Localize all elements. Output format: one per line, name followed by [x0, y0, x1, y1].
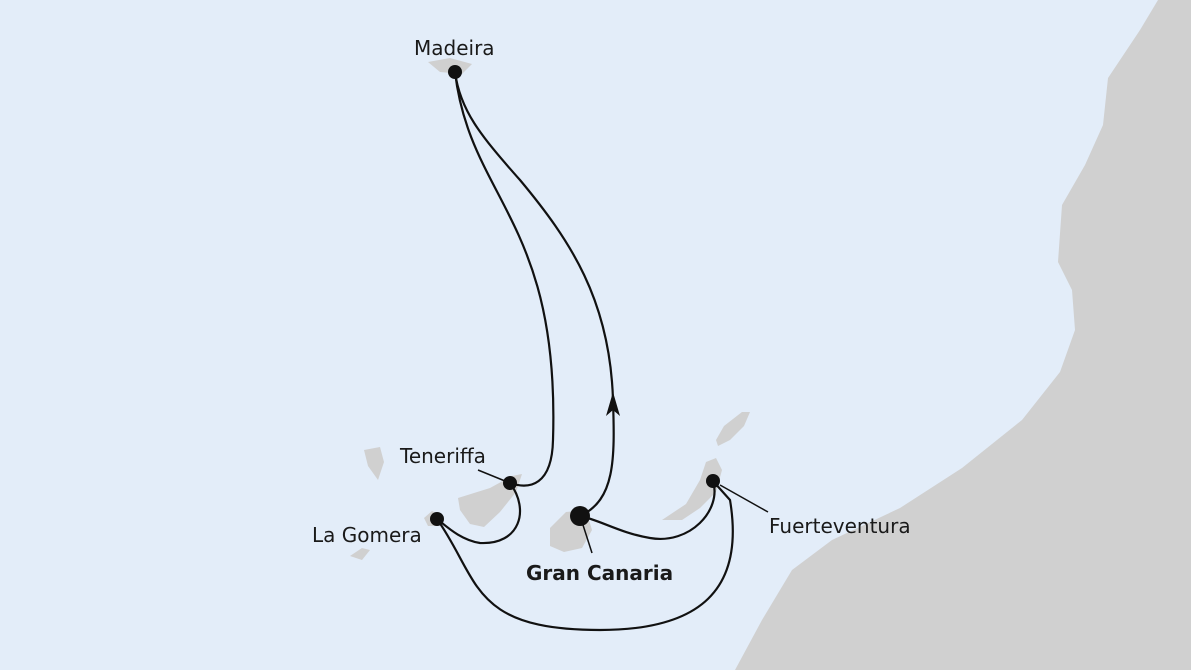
port-marker-gran-canaria[interactable] [570, 506, 590, 526]
label-gran-canaria: Gran Canaria [526, 561, 674, 585]
islands [350, 58, 750, 560]
route-fuerteventura-gran-canaria [579, 480, 716, 541]
route-teneriffa-la-gomera [436, 482, 522, 545]
island-la-palma [364, 447, 384, 480]
port-marker-la-gomera[interactable] [430, 512, 444, 526]
label-madeira: Madeira [414, 36, 495, 60]
port-marker-madeira[interactable] [448, 65, 462, 79]
route-la-gomera-fuerteventura [436, 480, 734, 632]
island-fuerteventura [662, 458, 722, 520]
route-madeira-teneriffa [453, 71, 555, 487]
port-marker-teneriffa[interactable] [503, 476, 517, 490]
port-marker-fuerteventura[interactable] [706, 474, 720, 488]
african-coast [735, 0, 1191, 670]
label-leaders [477, 469, 769, 554]
island-el-hierro [350, 548, 370, 560]
label-fuerteventura: Fuerteventura [769, 514, 911, 538]
direction-arrow-icon [606, 392, 620, 416]
island-lanzarote [716, 412, 750, 446]
label-teneriffa: Teneriffa [400, 444, 486, 468]
label-la-gomera: La Gomera [312, 523, 422, 547]
routes [436, 71, 734, 632]
route-gran-canaria-madeira [453, 71, 615, 517]
port-markers [430, 65, 720, 526]
